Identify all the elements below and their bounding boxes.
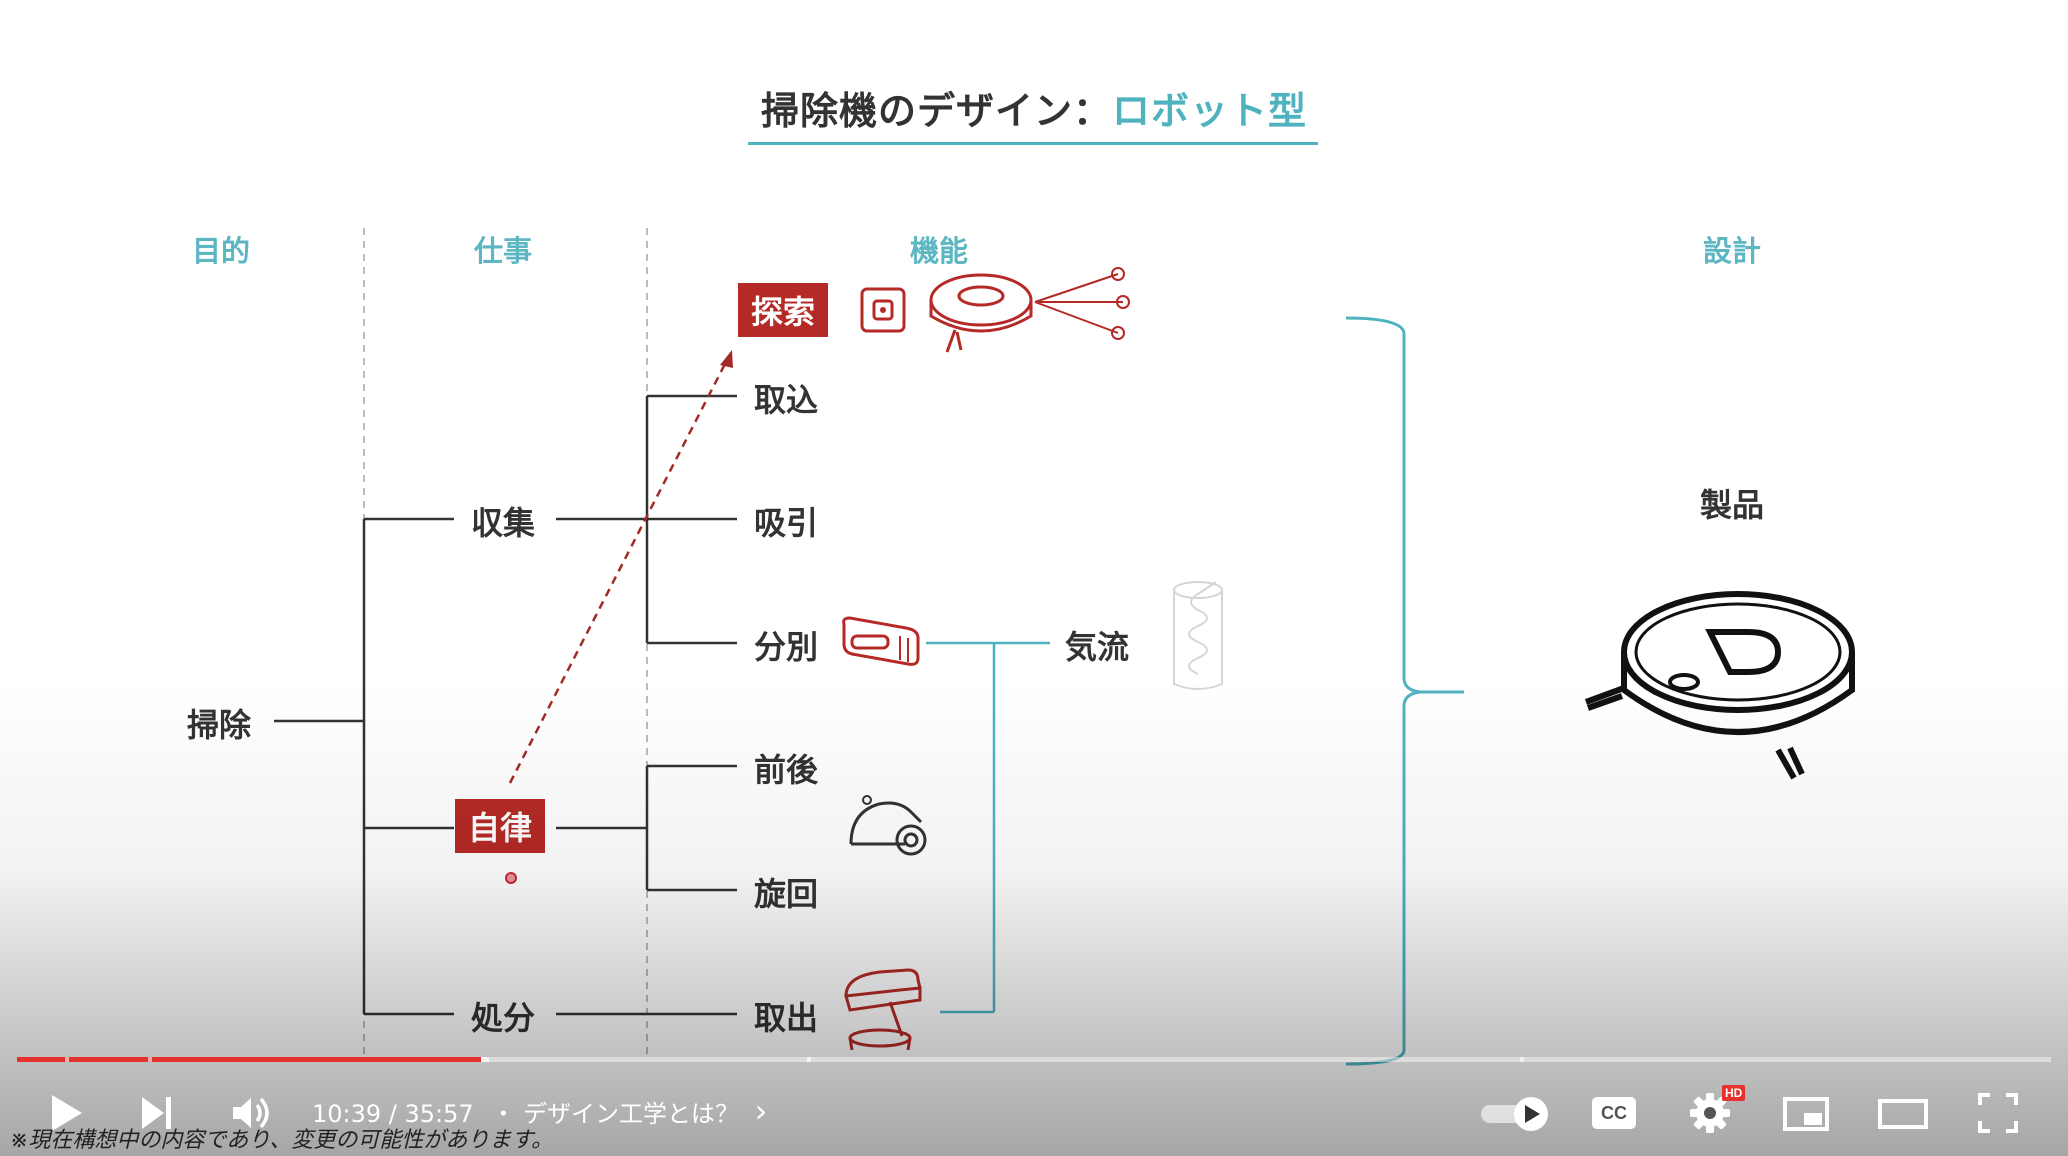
cc-button[interactable]: CC	[1588, 1085, 1640, 1141]
sensor-icon	[860, 287, 906, 333]
column-header-design: 設計	[1703, 234, 1762, 268]
next-button[interactable]	[128, 1085, 184, 1141]
canister-vacuum-icon	[849, 795, 927, 856]
theater-mode-button[interactable]	[1872, 1085, 1934, 1141]
node-explore-tag: 探索	[738, 283, 829, 337]
node-intake: 取込	[754, 381, 819, 419]
cursor-dot	[505, 872, 517, 884]
column-header-purpose: 目的	[192, 234, 251, 268]
column-header-task: 仕事	[474, 234, 533, 268]
time-current: 10:39	[312, 1100, 382, 1128]
node-airflow: 気流	[1065, 628, 1130, 666]
progress-bar[interactable]	[17, 1057, 2051, 1062]
robot-sensing-icon	[929, 267, 1130, 353]
cyclone-icon	[1173, 581, 1223, 690]
miniplayer-button[interactable]	[1778, 1085, 1834, 1141]
progress-played	[17, 1057, 481, 1062]
channel-watermark[interactable]	[1966, 970, 2046, 1028]
dust-box-icon	[842, 616, 920, 666]
node-forward-back: 前後	[754, 751, 819, 789]
node-product: 製品	[1700, 486, 1765, 524]
chapter-marker	[148, 1057, 152, 1062]
column-header-function: 機能	[910, 234, 969, 268]
node-autonomy-tag: 自律	[455, 799, 546, 853]
slide-title: 掃除機のデザイン：ロボット型	[748, 80, 1320, 135]
node-collect: 収集	[471, 504, 536, 542]
node-dispose: 処分	[471, 999, 536, 1037]
miniplayer-icon	[1783, 1097, 1829, 1131]
chapter-marker	[807, 1057, 811, 1062]
slide-title-prefix: 掃除機のデザイン：	[760, 89, 1112, 133]
node-turn: 旋回	[754, 875, 819, 913]
theater-icon	[1878, 1099, 1928, 1129]
node-separate: 分別	[754, 628, 819, 666]
fullscreen-icon	[1978, 1093, 2018, 1133]
cc-icon: CC	[1592, 1097, 1636, 1129]
play-icon	[52, 1095, 82, 1131]
slide-title-accent: ロボット型	[1112, 89, 1308, 133]
node-cleaning: 掃除	[187, 706, 252, 744]
chapter-marker	[65, 1057, 69, 1062]
cc-label: CC	[1601, 1102, 1627, 1123]
slide-footnote: ※現在構想中の内容であり、変更の可能性があります。	[10, 1128, 554, 1153]
chevron-right-icon: ›	[754, 1092, 768, 1130]
settings-icon	[1690, 1093, 1730, 1133]
chapter-title: ・ デザイン工学とは？	[491, 1100, 739, 1128]
time-total: 35:57	[404, 1100, 474, 1128]
title-underline	[748, 142, 1318, 145]
fullscreen-button[interactable]	[1970, 1085, 2026, 1141]
hd-badge: HD	[1722, 1085, 1746, 1101]
volume-icon	[233, 1097, 269, 1129]
node-remove: 取出	[754, 999, 819, 1037]
settings-button[interactable]: HD	[1684, 1085, 1746, 1141]
node-suction: 吸引	[754, 504, 819, 542]
volume-button[interactable]	[222, 1085, 282, 1141]
time-separator: /	[381, 1100, 405, 1128]
autoplay-toggle-icon	[1481, 1097, 1548, 1131]
play-button[interactable]	[38, 1085, 94, 1141]
dust-bin-removal-icon	[844, 968, 922, 1050]
chapter-title-button[interactable]: ・ デザイン工学とは？ ›	[491, 1092, 767, 1130]
time-display: 10:39 / 35:57 ・ デザイン工学とは？ ›	[312, 1092, 767, 1130]
next-icon	[142, 1097, 171, 1129]
robot-vacuum-product-icon	[1584, 591, 1855, 780]
chapter-marker	[1520, 1057, 1524, 1062]
autoplay-toggle[interactable]	[1474, 1085, 1558, 1141]
